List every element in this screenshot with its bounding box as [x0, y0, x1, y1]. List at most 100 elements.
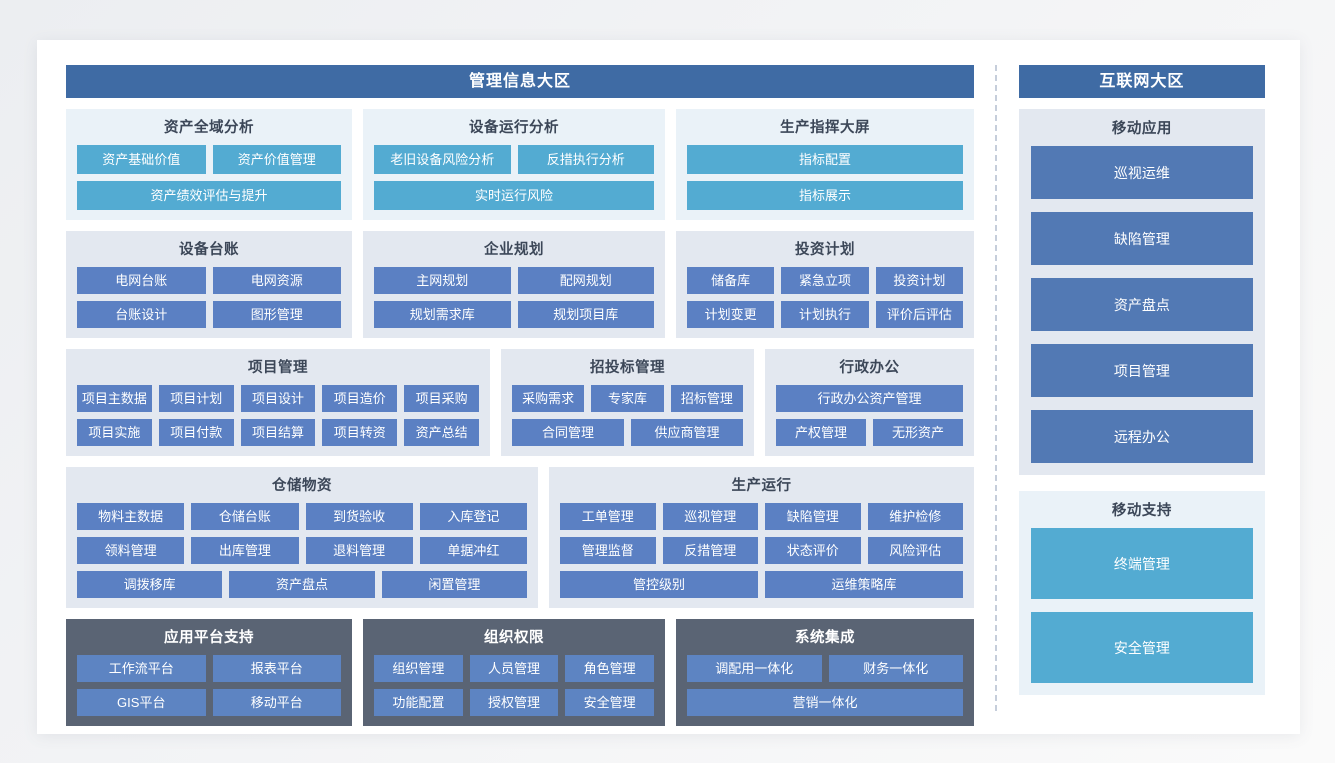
- module-button[interactable]: 闲置管理: [381, 571, 527, 598]
- module-button[interactable]: 物料主数据: [77, 503, 185, 530]
- module-button[interactable]: 项目转资: [322, 419, 398, 446]
- module-button[interactable]: 招标管理: [670, 385, 743, 412]
- module-button[interactable]: 台账设计: [77, 301, 206, 328]
- module-button[interactable]: 安全管理: [565, 689, 655, 716]
- module-button[interactable]: 退料管理: [305, 537, 413, 564]
- module-button[interactable]: 到货验收: [305, 503, 413, 530]
- module-button[interactable]: 合同管理: [512, 419, 624, 446]
- group-card-title: 设备运行分析: [469, 120, 559, 136]
- module-button[interactable]: 规划项目库: [517, 301, 654, 328]
- button-row: 电网台账电网资源: [77, 267, 341, 294]
- module-button[interactable]: 授权管理: [469, 689, 559, 716]
- module-button[interactable]: 资产绩效评估与提升: [77, 181, 341, 210]
- module-button[interactable]: 专家库: [591, 385, 664, 412]
- internet-module-button[interactable]: 终端管理: [1030, 528, 1253, 599]
- module-button[interactable]: 管控级别: [560, 571, 758, 598]
- internet-module-button[interactable]: 远程办公: [1030, 410, 1253, 463]
- module-button[interactable]: 项目设计: [240, 385, 316, 412]
- module-button[interactable]: 采购需求: [512, 385, 585, 412]
- module-button[interactable]: 单据冲红: [419, 537, 527, 564]
- button-row: 行政办公资产管理: [776, 385, 963, 412]
- module-button[interactable]: 项目结算: [240, 419, 316, 446]
- module-button[interactable]: 营销一体化: [687, 689, 963, 716]
- module-button[interactable]: 缺陷管理: [765, 503, 861, 530]
- module-button[interactable]: 功能配置: [374, 689, 463, 716]
- button-row: 调配用一体化财务一体化: [687, 655, 963, 682]
- module-button[interactable]: 维护检修: [867, 503, 963, 530]
- module-button[interactable]: 指标配置: [687, 145, 963, 174]
- module-button[interactable]: 配网规划: [517, 267, 654, 294]
- card-row: 仓储物资物料主数据仓储台账到货验收入库登记领料管理出库管理退料管理单据冲红调拨移…: [66, 467, 974, 608]
- module-button[interactable]: 组织管理: [374, 655, 463, 682]
- internet-module-button[interactable]: 项目管理: [1030, 344, 1253, 397]
- group-card: 行政办公行政办公资产管理产权管理无形资产: [765, 349, 974, 456]
- module-button[interactable]: 资产价值管理: [212, 145, 341, 174]
- module-button[interactable]: 运维策略库: [765, 571, 963, 598]
- module-button[interactable]: GIS平台: [77, 689, 206, 716]
- button-row: 项目实施项目付款项目结算项目转资资产总结: [77, 419, 479, 446]
- module-button[interactable]: 供应商管理: [631, 419, 743, 446]
- module-button[interactable]: 资产盘点: [229, 571, 375, 598]
- module-button[interactable]: 人员管理: [469, 655, 559, 682]
- module-button[interactable]: 反措执行分析: [517, 145, 654, 174]
- module-button[interactable]: 指标展示: [687, 181, 963, 210]
- button-row: 主网规划配网规划: [374, 267, 654, 294]
- module-button[interactable]: 项目付款: [158, 419, 234, 446]
- module-button[interactable]: 状态评价: [765, 537, 861, 564]
- internet-module-button[interactable]: 资产盘点: [1030, 278, 1253, 331]
- module-button[interactable]: 行政办公资产管理: [776, 385, 963, 412]
- module-button[interactable]: 出库管理: [191, 537, 299, 564]
- module-button[interactable]: 调拨移库: [77, 571, 223, 598]
- internet-module-button[interactable]: 巡视运维: [1030, 146, 1253, 199]
- module-button[interactable]: 电网资源: [212, 267, 341, 294]
- module-button[interactable]: 评价后评估: [875, 301, 963, 328]
- module-button[interactable]: 项目计划: [158, 385, 234, 412]
- module-button[interactable]: 项目造价: [322, 385, 398, 412]
- group-card-title: 组织权限: [484, 630, 544, 646]
- internet-module-button[interactable]: 缺陷管理: [1030, 212, 1253, 265]
- button-row: 工单管理巡视管理缺陷管理维护检修: [560, 503, 963, 530]
- module-button[interactable]: 管理监督: [560, 537, 656, 564]
- module-button[interactable]: 无形资产: [873, 419, 963, 446]
- module-button[interactable]: 风险评估: [867, 537, 963, 564]
- button-row: 老旧设备风险分析反措执行分析: [374, 145, 654, 174]
- module-button[interactable]: 计划执行: [781, 301, 869, 328]
- module-button[interactable]: 领料管理: [77, 537, 185, 564]
- internet-module-button[interactable]: 安全管理: [1030, 612, 1253, 683]
- module-button[interactable]: 巡视管理: [662, 503, 758, 530]
- module-button[interactable]: 项目采购: [404, 385, 479, 412]
- module-button[interactable]: 产权管理: [776, 419, 866, 446]
- button-row: 调拨移库资产盘点闲置管理: [77, 571, 527, 598]
- module-button[interactable]: 图形管理: [212, 301, 341, 328]
- module-button[interactable]: 工单管理: [560, 503, 656, 530]
- module-button[interactable]: 紧急立项: [781, 267, 869, 294]
- card-row: 资产全域分析资产基础价值资产价值管理资产绩效评估与提升设备运行分析老旧设备风险分…: [66, 109, 974, 220]
- module-button[interactable]: 角色管理: [565, 655, 655, 682]
- module-button[interactable]: 主网规划: [374, 267, 511, 294]
- module-button[interactable]: 项目实施: [77, 419, 152, 446]
- module-button[interactable]: 老旧设备风险分析: [374, 145, 511, 174]
- module-button[interactable]: 实时运行风险: [374, 181, 654, 210]
- module-button[interactable]: 储备库: [687, 267, 775, 294]
- module-button[interactable]: 报表平台: [212, 655, 341, 682]
- group-card: 企业规划主网规划配网规划规划需求库规划项目库: [363, 231, 665, 338]
- group-card-title: 应用平台支持: [164, 630, 254, 646]
- module-button[interactable]: 项目主数据: [77, 385, 152, 412]
- module-button[interactable]: 资产总结: [404, 419, 479, 446]
- module-button[interactable]: 财务一体化: [828, 655, 963, 682]
- module-button[interactable]: 反措管理: [662, 537, 758, 564]
- module-button[interactable]: 仓储台账: [191, 503, 299, 530]
- module-button[interactable]: 计划变更: [687, 301, 775, 328]
- module-button[interactable]: 资产基础价值: [77, 145, 206, 174]
- module-button[interactable]: 规划需求库: [374, 301, 511, 328]
- module-button[interactable]: 投资计划: [875, 267, 963, 294]
- module-button[interactable]: 工作流平台: [77, 655, 206, 682]
- region-management-information: 管理信息大区 资产全域分析资产基础价值资产价值管理资产绩效评估与提升设备运行分析…: [66, 65, 974, 726]
- button-row: 指标配置: [687, 145, 963, 174]
- module-button[interactable]: 入库登记: [419, 503, 527, 530]
- module-button[interactable]: 调配用一体化: [687, 655, 822, 682]
- module-button[interactable]: 移动平台: [212, 689, 341, 716]
- module-button[interactable]: 电网台账: [77, 267, 206, 294]
